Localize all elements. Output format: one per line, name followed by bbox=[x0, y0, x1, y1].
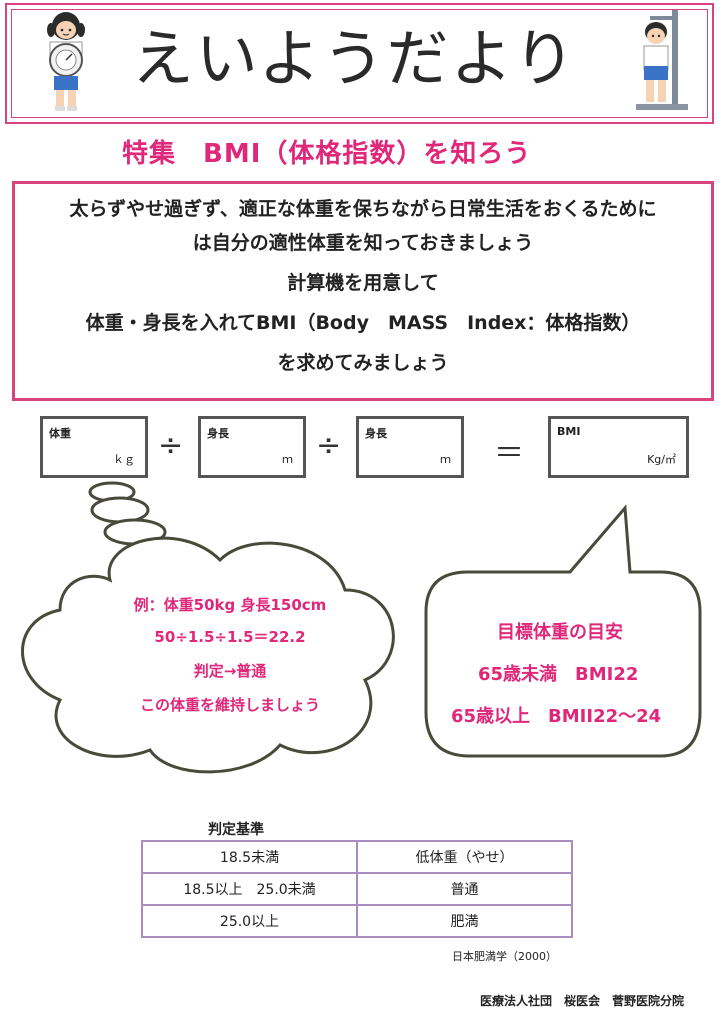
height-unit-1: ｍ bbox=[282, 453, 293, 466]
target-line-under-65: 65歳未満 BMI22 bbox=[478, 664, 639, 685]
boy-height-measure-illustration-icon bbox=[636, 10, 688, 110]
criteria-range-cell: 18.5以上 25.0未満 bbox=[141, 872, 358, 906]
bmi-unit: Kg/㎡ bbox=[647, 453, 676, 466]
header-inner-border bbox=[11, 9, 708, 118]
criteria-range-cell: 18.5未満 bbox=[141, 840, 358, 874]
height-unit-2: ｍ bbox=[440, 453, 451, 466]
example-line-1: 例：体重50kg 身長150cm bbox=[133, 596, 327, 614]
clinic-footer: 医療法人社団 桜医会 菅野医院分院 bbox=[480, 994, 685, 1008]
example-line-3: 判定→普通 bbox=[193, 662, 267, 680]
weight-label: 体重 bbox=[49, 427, 71, 440]
criteria-result-cell: 普通 bbox=[356, 872, 573, 906]
height-input-box-2: 身長 ｍ bbox=[356, 416, 464, 478]
feature-title: 特集 BMI（体格指数）を知ろう bbox=[122, 139, 532, 169]
equals-sign: ＝ bbox=[494, 436, 524, 471]
table-row: 18.5未満 低体重（やせ） bbox=[141, 840, 573, 874]
newsletter-header bbox=[5, 3, 714, 124]
girl-scale-illustration-icon bbox=[47, 12, 85, 111]
criteria-result-cell: 肥満 bbox=[356, 904, 573, 938]
height-input-box-1: 身長 ｍ bbox=[198, 416, 306, 478]
table-row: 18.5以上 25.0未満 普通 bbox=[141, 872, 573, 906]
newsletter-title: えいようだより bbox=[131, 22, 578, 95]
intro-box: 太らずやせ過ぎず、適正な体重を保ちながら日常生活をおくるために は自分の適性体重… bbox=[12, 181, 714, 401]
criteria-title: 判定基準 bbox=[208, 822, 264, 838]
divide-sign-1: ÷ bbox=[158, 428, 184, 463]
thought-cloud-icon bbox=[21, 481, 395, 774]
example-cloud: 例：体重50kg 身長150cm 50÷1.5÷1.5＝22.2 判定→普通 こ… bbox=[0, 480, 400, 780]
target-line-over-65: 65歳以上 BMII22〜24 bbox=[451, 706, 662, 727]
bmi-label: BMI bbox=[557, 425, 581, 438]
example-line-2: 50÷1.5÷1.5＝22.2 bbox=[154, 628, 306, 646]
height-label-1: 身長 bbox=[207, 427, 229, 440]
weight-input-box: 体重 ｋｇ bbox=[40, 416, 148, 478]
intro-line-4: 体重・身長を入れてBMI（Body MASS Index：体格指数） bbox=[85, 312, 641, 334]
intro-line-2: は自分の適性体重を知っておきましょう bbox=[192, 232, 534, 254]
divide-sign-2: ÷ bbox=[316, 428, 342, 463]
height-label-2: 身長 bbox=[365, 427, 387, 440]
source-citation: 日本肥満学（2000） bbox=[452, 950, 557, 963]
intro-line-1: 太らずやせ過ぎず、適正な体重を保ちながら日常生活をおくるために bbox=[69, 198, 657, 220]
intro-line-5: を求めてみましょう bbox=[277, 352, 449, 374]
intro-line-3: 計算機を用意して bbox=[287, 272, 439, 294]
criteria-range-cell: 25.0以上 bbox=[141, 904, 358, 938]
example-line-4: この体重を維持しましょう bbox=[139, 696, 320, 714]
target-title: 目標体重の目安 bbox=[497, 622, 623, 643]
weight-unit: ｋｇ bbox=[113, 453, 135, 466]
bmi-result-box: BMI Kg/㎡ bbox=[548, 416, 689, 478]
criteria-result-cell: 低体重（やせ） bbox=[356, 840, 573, 874]
table-row: 25.0以上 肥満 bbox=[141, 904, 573, 938]
criteria-table: 18.5未満 低体重（やせ） 18.5以上 25.0未満 普通 25.0以上 肥… bbox=[141, 840, 573, 938]
speech-bubble-icon bbox=[424, 504, 702, 758]
